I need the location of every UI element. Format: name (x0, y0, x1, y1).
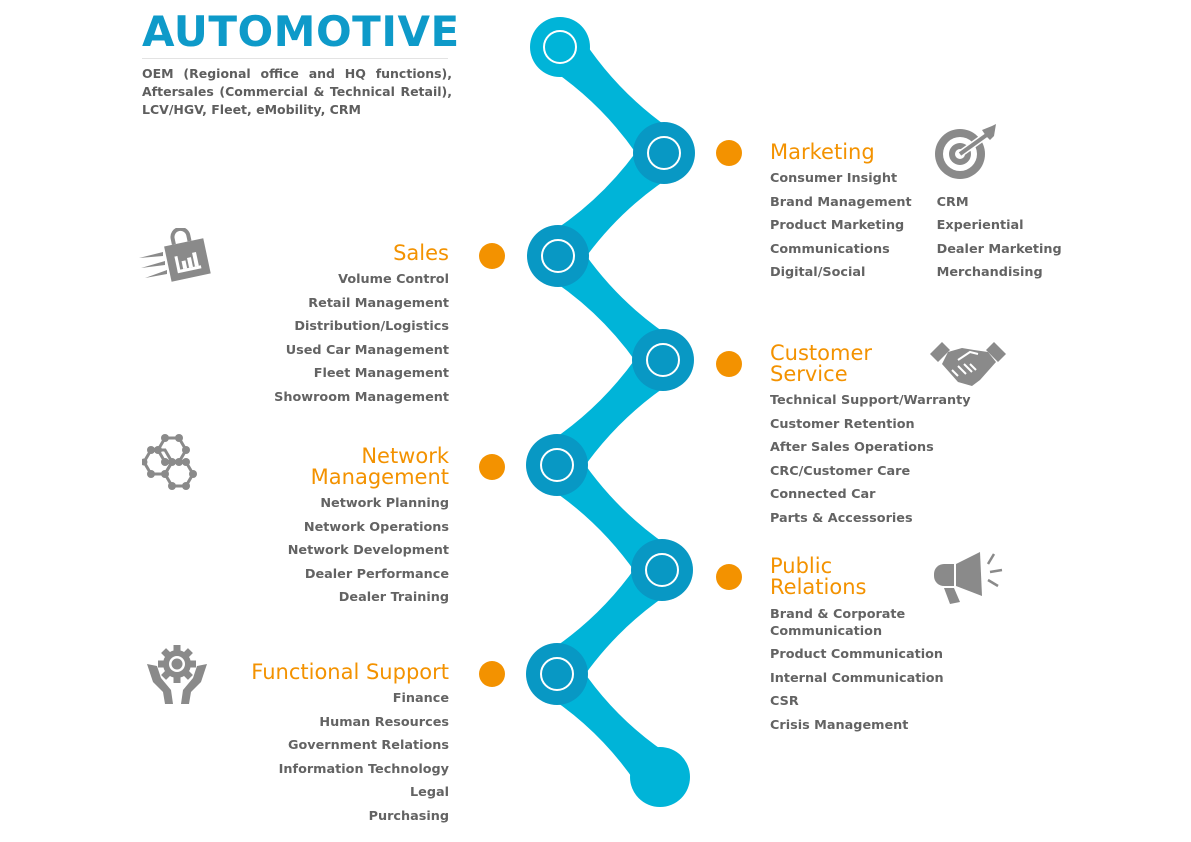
target-arrow-icon (935, 124, 996, 179)
list-item: Internal Communication (770, 670, 944, 686)
list-item: Product Marketing (770, 218, 905, 234)
item-line: Communication (770, 624, 883, 639)
list-item: Human Resources (319, 714, 449, 730)
connector-dot (716, 564, 742, 590)
list-item: Connected Car (770, 487, 876, 503)
list-item: Information Technology (278, 761, 449, 777)
list-item: Used Car Management (285, 342, 449, 358)
list-item: Brand Management (770, 194, 912, 210)
megaphone-icon (934, 552, 1003, 604)
section-title-marketing: Marketing (770, 140, 875, 164)
sales-list: Volume Control Retail Management Distrib… (274, 268, 449, 410)
spine-start-node (530, 17, 590, 77)
list-item: Volume Control (338, 272, 449, 287)
list-item: Legal (409, 785, 449, 801)
marketing-list-col1: Consumer Insight Brand Management Produc… (770, 167, 912, 285)
connector-dot (479, 661, 505, 687)
hexagon-network-icon (142, 434, 197, 490)
spine-end-node (630, 747, 690, 807)
list-item: Finance (392, 691, 449, 706)
list-item: Communications (770, 241, 890, 257)
list-item: Fleet Management (313, 366, 449, 382)
customer-service-list: Technical Support/Warranty Customer Rete… (770, 389, 971, 531)
section-functional-support: Functional Support Finance Human Resourc… (251, 662, 449, 829)
spine-node (526, 434, 588, 496)
connector-dot (716, 351, 742, 377)
list-item: After Sales Operations (770, 440, 934, 456)
section-title-public-relations: Public Relations (770, 556, 944, 598)
connector-dot (479, 454, 505, 480)
section-title-customer-service: Customer Service (770, 343, 971, 385)
title-divider (142, 58, 448, 59)
list-item: Customer Retention (770, 416, 915, 432)
list-item: Brand & Corporate Communication (770, 602, 944, 643)
spine-node (526, 643, 588, 705)
list-item: Dealer Marketing (936, 241, 1062, 257)
section-network-management: Network Management Network Planning Netw… (288, 446, 449, 610)
node-ring (646, 343, 680, 377)
node-ring (540, 657, 574, 691)
list-item: Showroom Management (274, 389, 449, 405)
public-relations-list: Brand & Corporate Communication Product … (770, 602, 944, 737)
list-item: CRC/Customer Care (770, 463, 911, 479)
list-item: Retail Management (308, 295, 449, 311)
spine-node (632, 329, 694, 391)
section-title-sales: Sales (393, 241, 449, 265)
marketing-list-col2: CRM Experiential Dealer Marketing Mercha… (937, 167, 1062, 285)
section-title-network-management: Network Management (288, 446, 449, 488)
list-item: CSR (770, 694, 799, 710)
title-line: Public (770, 554, 833, 578)
list-item: Network Development (287, 543, 449, 559)
spine-node (631, 539, 693, 601)
item-line: Brand & Corporate (770, 607, 906, 622)
list-item: Crisis Management (770, 717, 909, 733)
section-customer-service: Customer Service Technical Support/Warra… (770, 343, 971, 531)
list-item: Network Operations (303, 519, 449, 535)
node-ring (540, 448, 574, 482)
section-public-relations: Public Relations Brand & Corporate Commu… (770, 556, 944, 737)
list-item: Digital/Social (770, 265, 866, 281)
node-ring (543, 30, 577, 64)
spine-node (527, 225, 589, 287)
list-item: Parts & Accessories (770, 510, 913, 526)
spine-dots (479, 140, 742, 687)
title-line: Service (770, 362, 848, 386)
functional-support-list: Finance Human Resources Government Relat… (251, 687, 449, 829)
title-line: Management (310, 465, 449, 489)
node-ring (645, 553, 679, 587)
connector-dot (479, 243, 505, 269)
title-line: Relations (770, 575, 867, 599)
list-item: CRM (936, 194, 969, 210)
list-item: Dealer Performance (304, 566, 449, 582)
node-ring (647, 136, 681, 170)
page-title: AUTOMOTIVE (142, 7, 460, 56)
handshake-icon (930, 342, 1006, 386)
hands-gear-icon (147, 645, 207, 704)
shopping-bag-chart-icon (139, 228, 211, 282)
spine-node (633, 122, 695, 184)
section-marketing: Marketing Consumer Insight Brand Managem… (770, 142, 1062, 285)
title-line: Customer (770, 341, 873, 365)
list-item: Consumer Insight (770, 171, 898, 186)
list-item: Network Planning (320, 496, 449, 511)
spine-nodes (526, 17, 695, 807)
node-ring (541, 239, 575, 273)
list-item: Product Communication (770, 647, 943, 662)
network-management-list: Network Planning Network Operations Netw… (288, 492, 449, 610)
section-sales: Sales Volume Control Retail Management D… (274, 243, 449, 410)
list-item: Merchandising (936, 265, 1043, 281)
list-item: Distribution/Logistics (294, 319, 449, 335)
list-item: Dealer Training (338, 590, 449, 606)
list-item: Government Relations (287, 738, 449, 754)
list-item: Experiential (936, 218, 1024, 234)
list-item: Technical Support/Warranty (770, 393, 971, 408)
connector-dot (716, 140, 742, 166)
page-subtitle: OEM (Regional office and HQ functions), … (142, 66, 452, 117)
title-line: Network (361, 444, 449, 468)
section-title-functional-support: Functional Support (251, 660, 449, 684)
list-item: Purchasing (368, 808, 449, 824)
